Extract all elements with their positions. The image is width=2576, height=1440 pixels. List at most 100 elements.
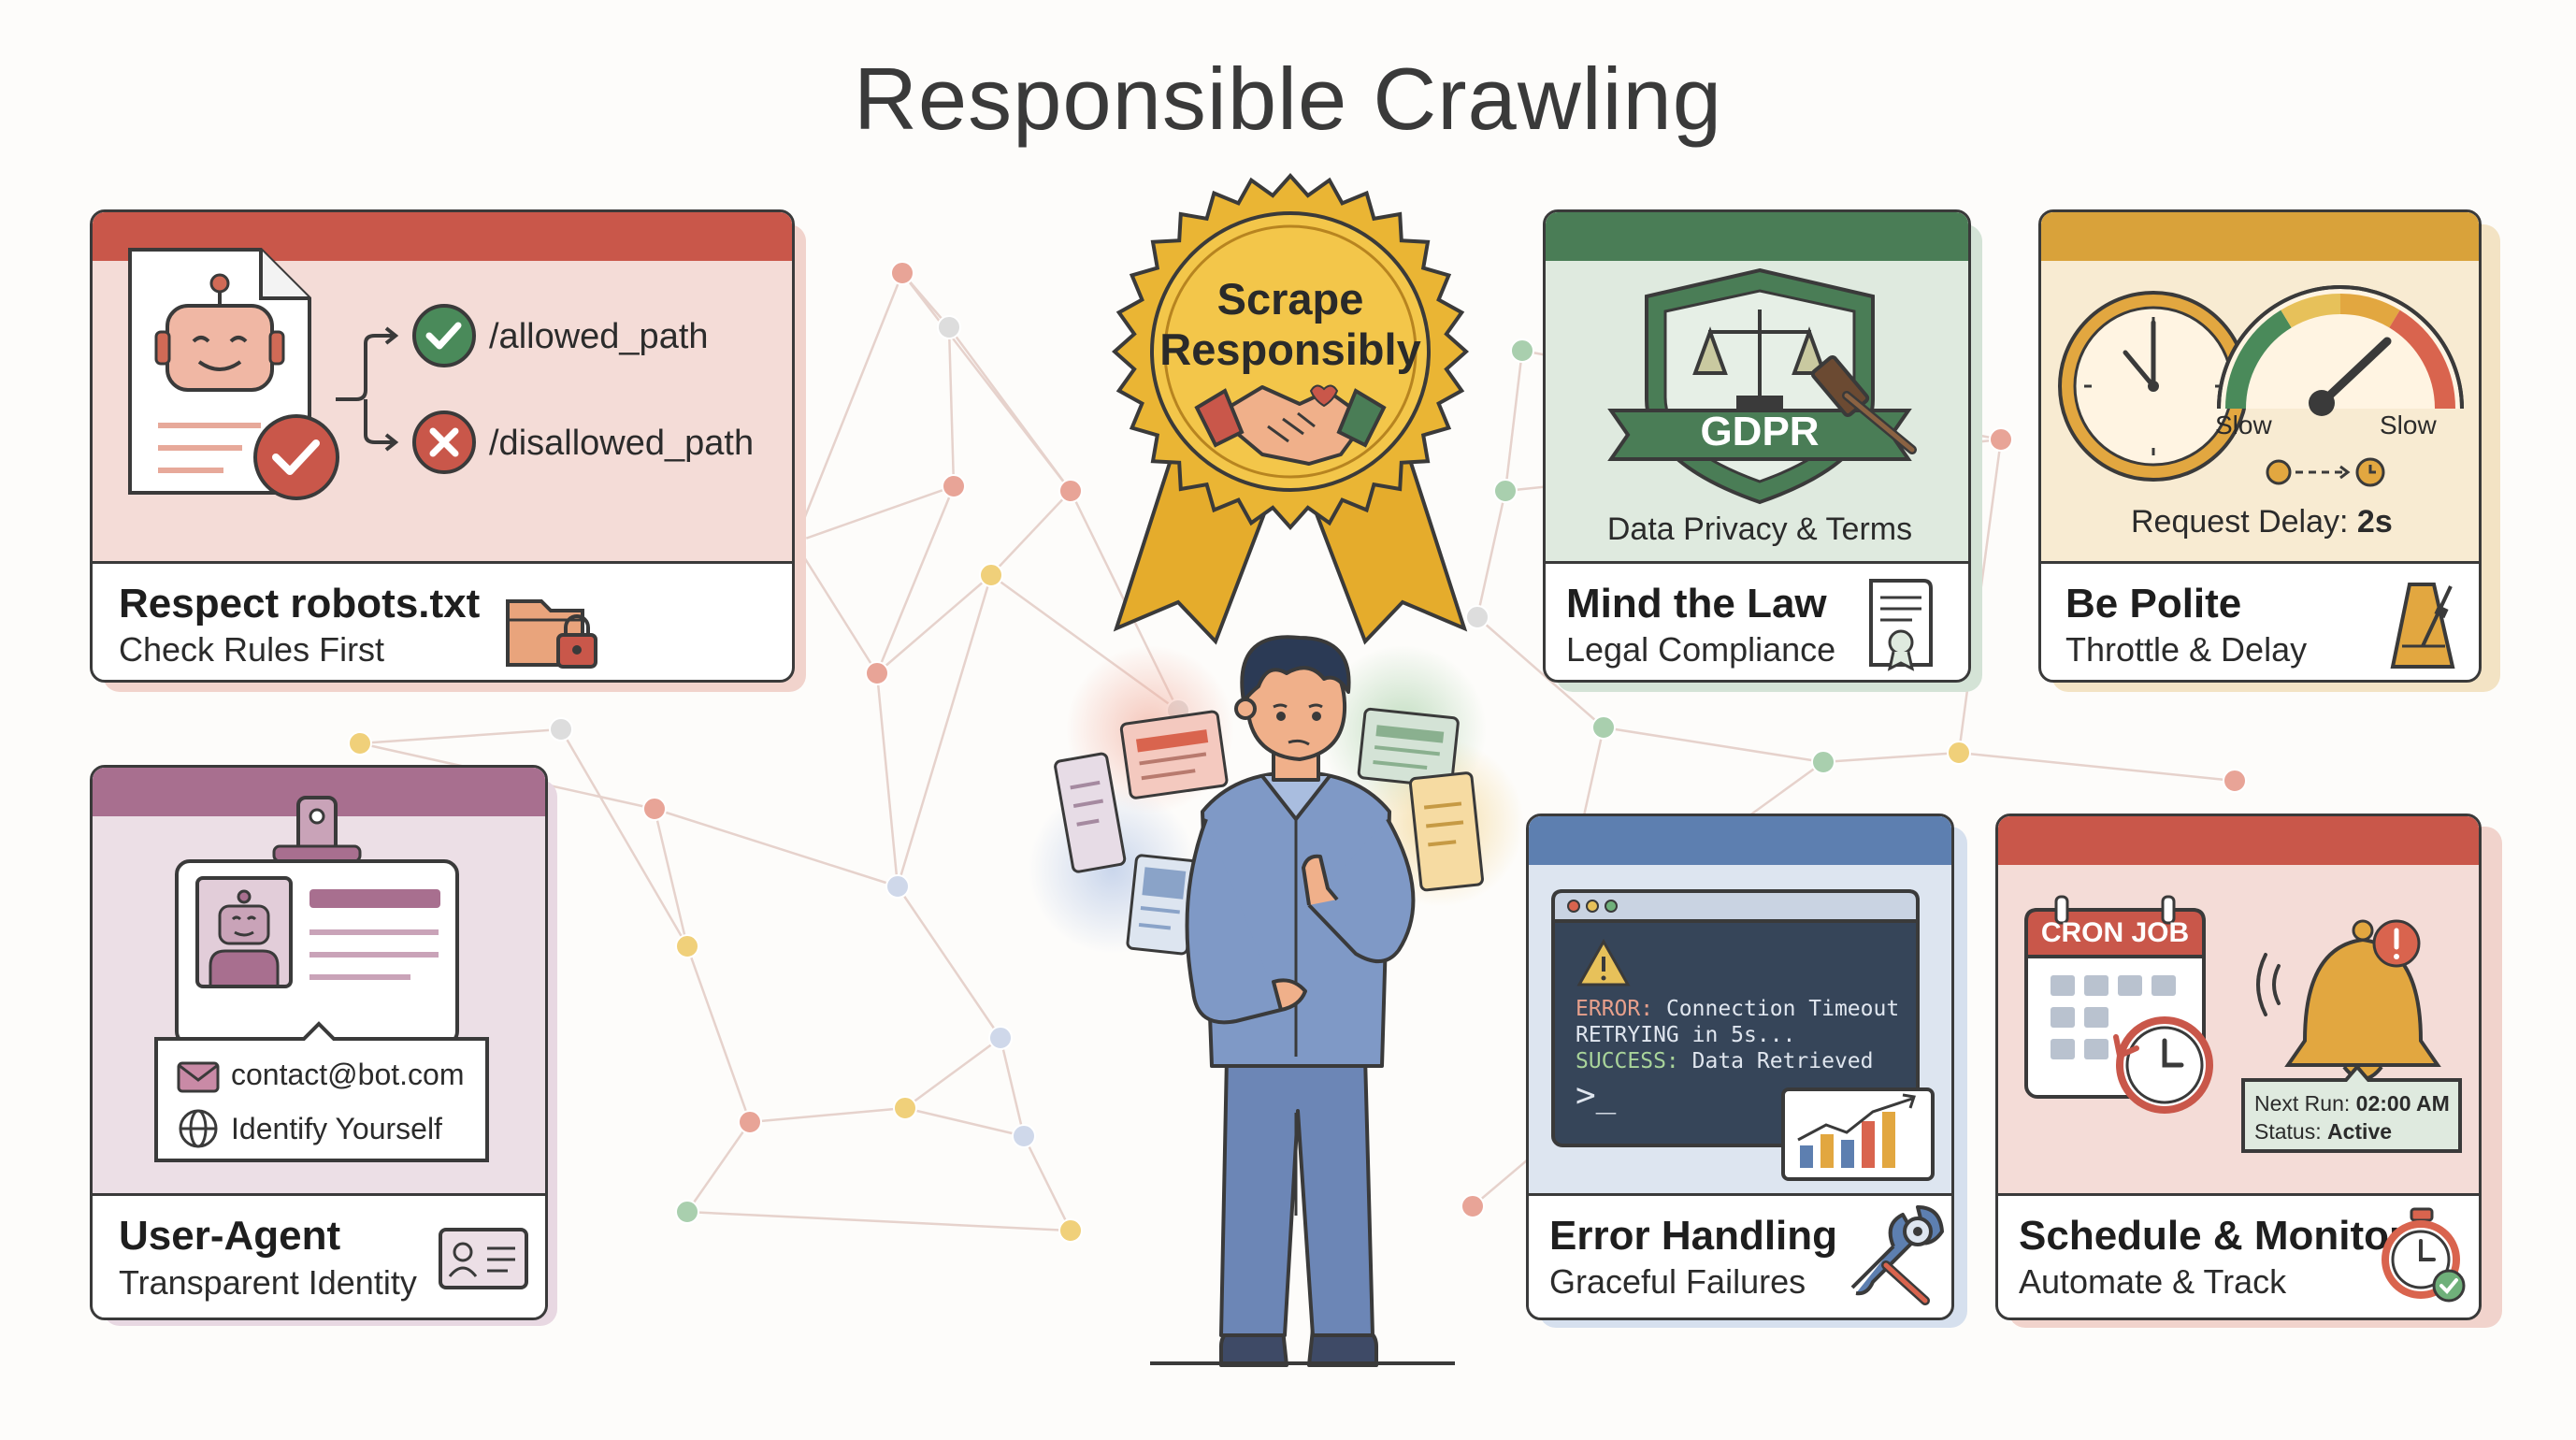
console-line-3: SUCCESS: Data Retrieved — [1576, 1049, 1874, 1073]
useragent-card-title: User-Agent — [119, 1213, 341, 1259]
thinking-person-illustration — [1029, 635, 1524, 1367]
network-edge — [685, 945, 752, 1123]
console-error-key: ERROR: — [1576, 997, 1654, 1021]
schedule-card-art: CRON JOB Next Run: 02:00 AM Status: Acti… — [1998, 816, 2479, 1196]
network-node — [979, 563, 1003, 587]
disallowed-path-label: /disallowed_path — [489, 424, 755, 463]
allowed-check-icon — [412, 304, 476, 367]
bell-alert-icon — [2256, 919, 2441, 1081]
network-node — [1989, 427, 2013, 452]
gavel-icon — [1810, 355, 1917, 454]
network-node — [2223, 769, 2247, 793]
network-node — [942, 474, 966, 498]
id-card-icon — [439, 1228, 528, 1289]
slow-right-label: Slow — [2380, 410, 2437, 439]
network-edge — [875, 485, 956, 674]
network-node — [890, 261, 914, 285]
network-node — [885, 874, 910, 899]
cron-job-label: CRON JOB — [2040, 917, 2190, 948]
badge-clip-icon — [272, 796, 362, 863]
law-card-art: GDPR Data Privacy & Terms — [1546, 212, 1968, 564]
network-edge — [1475, 490, 1507, 618]
network-node — [1510, 338, 1534, 363]
schedule-card: CRON JOB Next Run: 02:00 AM Status: Acti… — [1995, 814, 2482, 1320]
metronome-icon — [2390, 583, 2455, 669]
schedule-illustration — [2024, 895, 2462, 1153]
network-edge — [1504, 350, 1524, 492]
network-edge — [896, 574, 993, 887]
network-node — [988, 1026, 1013, 1050]
network-edge — [793, 541, 879, 674]
law-card-title: Mind the Law — [1566, 581, 1827, 626]
gdpr-ribbon — [1607, 409, 1912, 461]
network-node — [865, 661, 889, 685]
allowed-path-label: /allowed_path — [489, 317, 709, 356]
network-node — [1591, 715, 1616, 740]
errors-card-art: ERROR: Connection Timeout RETRYING in 5s… — [1529, 816, 1951, 1196]
network-edge — [749, 1106, 906, 1124]
network-node — [675, 1200, 699, 1224]
request-delay-text: Request Delay: — [2131, 504, 2349, 540]
contact-email: contact@bot.com — [231, 1058, 465, 1091]
next-run-row: Next Run: 02:00 AM — [2254, 1091, 2450, 1116]
next-run-panel — [2241, 1063, 2462, 1153]
network-edge — [947, 326, 956, 487]
console-illustration — [1551, 889, 1935, 1181]
person-icon — [1185, 635, 1416, 1367]
console-success-text: Data Retrieved — [1678, 1049, 1874, 1073]
badge-line-1: Scrape — [1216, 274, 1364, 324]
network-edge — [904, 1036, 1001, 1110]
network-edge — [875, 672, 899, 887]
network-edge — [653, 808, 689, 947]
network-edge — [685, 1121, 752, 1213]
robots-card-art: /allowed_path /disallowed_path — [93, 212, 792, 564]
robots-card: /allowed_path /disallowed_path Respect r… — [90, 209, 795, 683]
window-close-dot — [1567, 900, 1580, 913]
clock-icon — [2058, 291, 2249, 482]
polite-card-subtitle: Throttle & Delay — [2065, 630, 2308, 669]
console-retry-text: RETRYING in 5s... — [1576, 1023, 1796, 1047]
network-node — [1058, 1218, 1083, 1243]
warning-icon — [1576, 938, 1631, 986]
request-delay-value: 2s — [2356, 504, 2393, 540]
network-edge — [990, 490, 1072, 576]
floating-document-icons — [1054, 707, 1484, 956]
badge-line-2: Responsibly — [1159, 324, 1421, 374]
errors-card-subtitle: Graceful Failures — [1549, 1262, 1806, 1301]
approved-check-icon — [253, 414, 339, 500]
status-value: Active — [2327, 1119, 2393, 1144]
errors-card-title: Error Handling — [1549, 1213, 1838, 1259]
network-edge — [359, 727, 562, 745]
network-node — [1811, 750, 1835, 774]
network-node — [1461, 1194, 1485, 1218]
console-success-key: SUCCESS: — [1576, 1049, 1679, 1073]
schedule-card-title: Schedule & Monitor — [2019, 1213, 2406, 1259]
page-title: Responsible Crawling — [853, 50, 1723, 148]
delay-arrow-icon — [2266, 457, 2385, 487]
globe-icon — [179, 1109, 218, 1148]
law-card: GDPR Data Privacy & Terms Mind the Law L… — [1543, 209, 1971, 683]
data-privacy-caption: Data Privacy & Terms — [1606, 511, 1913, 547]
robots-illustration — [128, 248, 476, 500]
console-error-text: Connection Timeout — [1653, 997, 1900, 1021]
slow-left-label: Slow — [2215, 410, 2272, 439]
errors-card: ERROR: Connection Timeout RETRYING in 5s… — [1526, 814, 1954, 1320]
network-node — [675, 934, 699, 958]
schedule-card-subtitle: Automate & Track — [2019, 1262, 2287, 1301]
network-node — [1947, 741, 1971, 765]
console-line-2: RETRYING in 5s... — [1576, 1023, 1795, 1047]
id-badge-illustration — [154, 796, 489, 1162]
useragent-card-art: contact@bot.com Identify Yourself — [93, 768, 545, 1196]
network-node — [549, 717, 573, 742]
errors-card-strip — [1529, 816, 1951, 865]
law-card-subtitle: Legal Compliance — [1566, 630, 1836, 669]
network-node — [1058, 479, 1083, 503]
polite-card-strip — [2041, 212, 2479, 261]
polite-card: Slow Slow Request Delay: 2s Be Polite Th… — [2038, 209, 2482, 683]
network-node — [642, 797, 667, 821]
status-label: Status: — [2254, 1119, 2322, 1144]
law-card-strip — [1546, 212, 1968, 261]
polite-card-title: Be Polite — [2065, 581, 2242, 626]
locked-folder-icon — [506, 599, 597, 669]
scrape-responsibly-badge — [1111, 172, 1470, 645]
